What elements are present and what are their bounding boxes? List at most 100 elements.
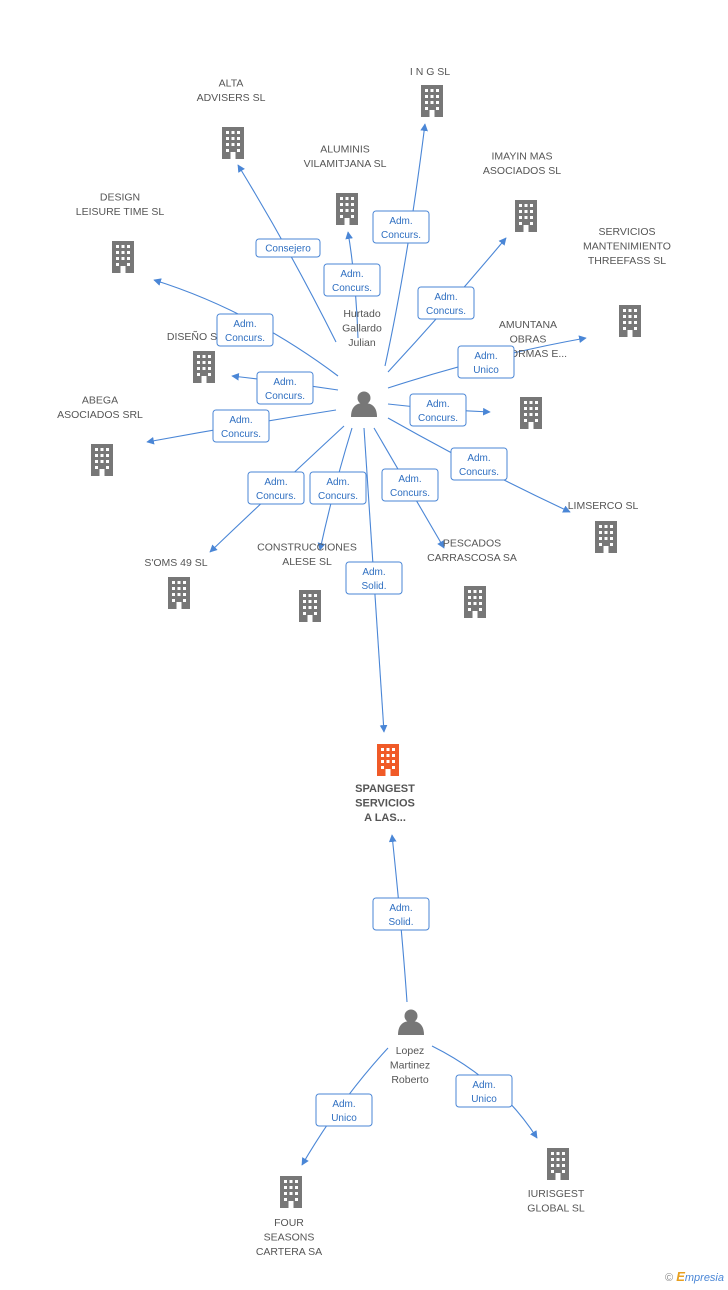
role-badge-box <box>247 471 305 505</box>
company-limserco[interactable]: LIMSERCO SL <box>568 500 639 553</box>
role-badge-construcciones[interactable]: Adm.Concurs. <box>309 471 367 505</box>
building-icon <box>515 200 537 232</box>
role-badge-box <box>372 897 430 931</box>
company-aluminis[interactable]: ALUMINIS VILAMITJANA SL <box>304 144 387 226</box>
building-icon <box>280 1176 302 1208</box>
role-badge-four[interactable]: Adm.Unico <box>315 1093 373 1127</box>
role-badge-spangest[interactable]: Adm.Solid. <box>345 561 403 595</box>
company-name-line: MANTENIMIENTO <box>583 241 671 253</box>
role-text: Adm. <box>332 1099 355 1110</box>
person-name-line: Gallardo <box>342 323 382 335</box>
role-text: Adm. <box>229 415 252 426</box>
company-name-line: SEASONS <box>264 1232 315 1244</box>
role-text: Adm. <box>362 567 385 578</box>
company-name-line: SERVICIOS <box>355 798 415 810</box>
role-text: Adm. <box>340 269 363 280</box>
role-text: Adm. <box>389 903 412 914</box>
company-name-line: OBRAS <box>510 334 547 346</box>
role-badge-diseno[interactable]: Adm.Concurs. <box>256 371 314 405</box>
person-icon <box>398 1009 424 1035</box>
role-text: Concurs. <box>390 488 430 499</box>
role-badge-box <box>309 471 367 505</box>
role-badge-box <box>409 393 467 427</box>
role-text: Adm. <box>264 477 287 488</box>
role-badge-tramuntana[interactable]: Adm. Concurs. <box>409 393 467 427</box>
role-badge-box <box>323 263 381 297</box>
role-text: Unico <box>473 365 499 376</box>
company-name-line: CARTERA SA <box>256 1246 322 1258</box>
building-icon <box>547 1148 569 1180</box>
role-badge-servicios[interactable]: Adm. Unico <box>457 345 515 379</box>
building-icon <box>112 241 134 273</box>
role-text: Adm. <box>474 351 497 362</box>
role-text: Concurs. <box>418 413 458 424</box>
building-icon <box>168 577 190 609</box>
role-text: Adm. <box>467 453 490 464</box>
person-name-line: Julian <box>348 337 376 349</box>
role-badge-abega[interactable]: Adm.Concurs. <box>212 409 270 443</box>
role-text: Unico <box>471 1094 497 1105</box>
company-soms[interactable]: S'OMS 49 SL <box>144 557 208 609</box>
role-badge-box <box>255 238 321 258</box>
role-badge-box <box>457 345 515 379</box>
company-name-line: FOUR <box>274 1217 304 1229</box>
role-badge-alta[interactable]: Consejero <box>255 238 321 258</box>
brand-initial: E <box>676 1269 685 1284</box>
role-badge-spangest[interactable]: Adm.Solid. <box>372 897 430 931</box>
role-text: Adm. <box>426 399 449 410</box>
company-name-line: S'OMS 49 SL <box>144 557 207 569</box>
company-name-line: VILAMITJANA SL <box>304 158 387 170</box>
role-badge-iurisgest[interactable]: Adm. Unico <box>455 1074 513 1108</box>
company-name-line: IURISGEST <box>528 1188 585 1200</box>
company-pescados[interactable]: PESCADOS CARRASCOSA SA <box>427 538 517 619</box>
company-name-line: ALTA <box>219 78 244 90</box>
company-name-line: ADVISERS SL <box>197 92 266 104</box>
role-badge-pescados[interactable]: Adm. Concurs. <box>381 468 439 502</box>
company-diseno[interactable]: DISEÑO S <box>167 330 217 383</box>
company-name-line: ABEGA <box>82 395 118 407</box>
role-badge-box <box>450 447 508 481</box>
company-name-line: CARRASCOSA SA <box>427 552 517 564</box>
role-badge-box <box>212 409 270 443</box>
role-badge-soms[interactable]: Adm.Concurs. <box>247 471 305 505</box>
role-badge-limserco[interactable]: Adm. Concurs. <box>450 447 508 481</box>
company-four[interactable]: FOUR SEASONS CARTERA SA <box>256 1176 322 1258</box>
person-name-line: Roberto <box>391 1074 429 1086</box>
role-badge-box <box>256 371 314 405</box>
role-badge-ing[interactable]: Adm.Concurs. <box>372 210 430 244</box>
role-badge-design[interactable]: Adm.Concurs. <box>216 313 274 347</box>
company-name-line: SPANGEST <box>355 783 415 795</box>
company-name-line: AMUNTANA <box>499 319 557 331</box>
role-text: Concurs. <box>225 333 265 344</box>
role-text: Adm. <box>398 474 421 485</box>
role-badge-box <box>216 313 274 347</box>
role-text: Adm. <box>434 292 457 303</box>
building-icon <box>520 397 542 429</box>
company-name-line: ALESE SL <box>282 556 332 568</box>
role-text: Adm. <box>472 1080 495 1091</box>
company-name-line: ALUMINIS <box>320 144 370 156</box>
role-badge-aluminis[interactable]: Adm.Concurs. <box>323 263 381 297</box>
role-badge-imayin[interactable]: Adm. Concurs. <box>417 286 475 320</box>
role-text: Concurs. <box>459 467 499 478</box>
copyright-symbol: © <box>665 1272 674 1284</box>
role-text: Concurs. <box>426 306 466 317</box>
edge-hurtado-ing <box>384 123 428 367</box>
company-name-line: LIMSERCO SL <box>568 500 639 512</box>
company-ing[interactable]: I N G SL <box>410 66 450 117</box>
building-icon <box>377 744 399 776</box>
company-alta[interactable]: ALTA ADVISERS SL <box>197 78 266 160</box>
empresia-brand[interactable]: © Empresia <box>665 1269 724 1284</box>
company-name-line: PESCADOS <box>443 538 501 550</box>
building-icon <box>91 444 113 476</box>
